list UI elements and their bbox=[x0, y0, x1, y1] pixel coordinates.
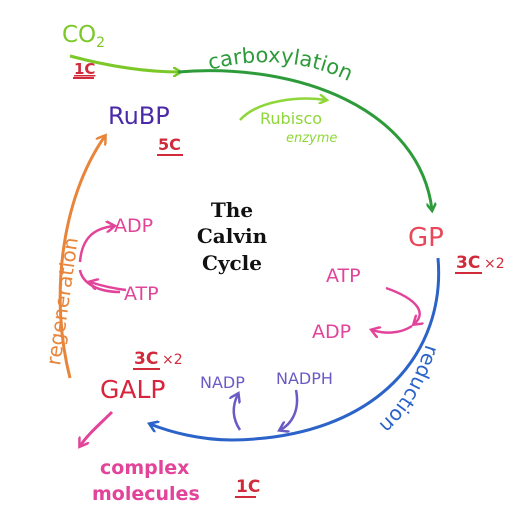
adp-arrow-regeneration bbox=[78, 226, 114, 263]
carboxylation-arrow bbox=[177, 69, 432, 210]
galp-label: GALP bbox=[100, 375, 165, 404]
nadp-arrow bbox=[234, 394, 242, 431]
co2-label: CO bbox=[62, 22, 96, 48]
regeneration-label: regeneration bbox=[41, 236, 83, 367]
nadph-label: NADPH bbox=[276, 369, 333, 388]
complex-line-1: complex bbox=[100, 457, 189, 479]
reduction-adp-label: ADP bbox=[312, 321, 351, 343]
co2-carbon-count: 1C bbox=[74, 60, 95, 78]
regen-adp-label: ADP bbox=[114, 215, 153, 237]
co2-molecule: CO2 1C bbox=[62, 22, 105, 79]
rubp-molecule: RuBP 5C bbox=[108, 102, 183, 156]
complex-molecules: complex molecules 1C bbox=[92, 457, 260, 505]
atp-to-adp-arrow-reduction bbox=[385, 286, 420, 324]
reduction-arrow bbox=[150, 257, 441, 442]
galp-carbon-count: 3C bbox=[134, 349, 158, 369]
reduction-atp-label: ATP bbox=[326, 265, 361, 287]
gp-multiplier: ×2 bbox=[484, 256, 505, 272]
rubp-label: RuBP bbox=[108, 102, 170, 130]
carboxylation-label: carboxylation bbox=[205, 43, 356, 86]
co2-arrow bbox=[69, 54, 180, 72]
complex-carbon-count: 1C bbox=[236, 477, 260, 497]
co2-subscript: 2 bbox=[96, 35, 105, 51]
regen-atp-label: ATP bbox=[124, 283, 159, 305]
regeneration-arrow bbox=[58, 136, 105, 379]
carboxylation-text: carboxylation bbox=[205, 43, 356, 86]
gp-label: GP bbox=[408, 223, 444, 253]
svg-text:CO2: CO2 bbox=[62, 22, 105, 51]
rubisco-note: enzyme bbox=[286, 131, 337, 146]
nadph-to-nadp-arrow bbox=[280, 389, 299, 430]
complex-line-2: molecules bbox=[92, 483, 200, 505]
complex-molecules-arrow bbox=[80, 410, 114, 446]
title-line-2: Calvin bbox=[197, 224, 268, 248]
rubisco-arrow bbox=[239, 99, 326, 121]
galp-multiplier: ×2 bbox=[162, 352, 183, 368]
title-line-1: The bbox=[211, 198, 253, 222]
gp-molecule: GP 3C ×2 bbox=[408, 223, 505, 274]
galp-molecule: 3C ×2 GALP bbox=[100, 349, 183, 404]
title-line-3: Cycle bbox=[202, 251, 262, 275]
rubisco-label: Rubisco bbox=[260, 109, 322, 128]
rubp-carbon-count: 5C bbox=[158, 135, 181, 154]
nadp-label: NADP bbox=[200, 373, 245, 392]
atp-input-arrow-regeneration bbox=[90, 282, 127, 292]
gp-carbon-count: 3C bbox=[456, 253, 480, 273]
adp-arrow-reduction bbox=[372, 324, 413, 333]
